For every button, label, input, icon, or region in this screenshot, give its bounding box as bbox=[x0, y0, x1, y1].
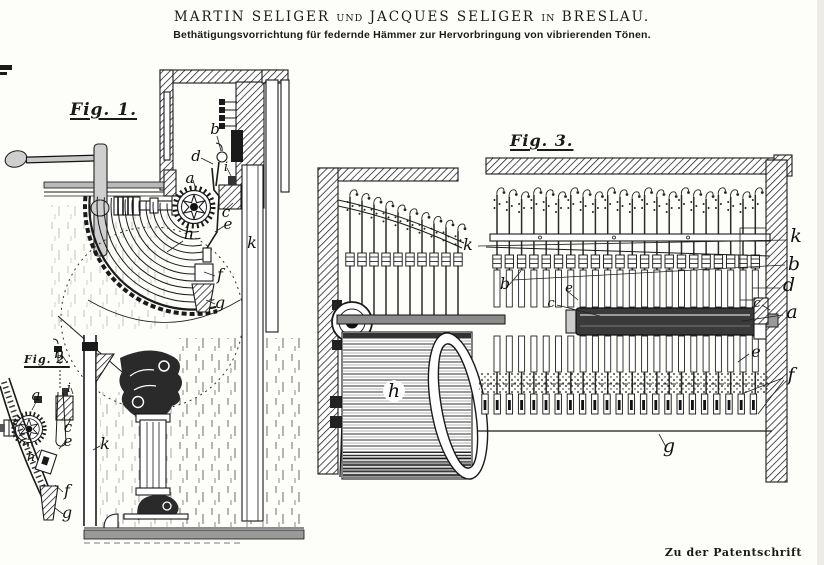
fig1-label-a: a bbox=[186, 169, 195, 187]
fig2-label-e: e bbox=[64, 432, 73, 450]
fig2-hammer bbox=[34, 449, 58, 475]
fig3-label-k-right: k bbox=[790, 225, 802, 247]
fig3-label-c-right: c bbox=[753, 296, 761, 311]
fig3-label-k-mid: k bbox=[463, 235, 473, 254]
fig3-label-h: h bbox=[388, 380, 400, 402]
scan-edge-shadow bbox=[817, 0, 824, 565]
city-name: BRESLAU. bbox=[561, 9, 651, 25]
fig1-pins bbox=[219, 99, 243, 162]
fig1-label-k: k bbox=[247, 233, 257, 252]
fig3-drawing bbox=[317, 154, 793, 483]
fig3-label-b-right: b bbox=[788, 253, 800, 275]
fig2-label-k: k bbox=[100, 434, 110, 453]
fig2-label-g: g bbox=[62, 503, 72, 522]
fig3-label-g: g bbox=[663, 435, 675, 457]
fig3-barrel bbox=[341, 331, 489, 480]
fig3-label-a-right: a bbox=[786, 301, 797, 323]
inventor-name-2: JACQUES SELIGER bbox=[369, 9, 536, 25]
fig1-label-h: h bbox=[184, 224, 194, 243]
patent-footer-note: Zu der Patentschrift bbox=[664, 546, 802, 559]
fig1-label-g: g bbox=[215, 293, 225, 312]
fig1-star-wheel bbox=[175, 188, 213, 226]
fig1-leaders bbox=[166, 135, 234, 305]
fig2-label-c: c bbox=[64, 418, 73, 436]
inventor-name-1: MARTIN SELIGER bbox=[173, 9, 331, 25]
fig1-caption: Fig. 1. bbox=[70, 100, 137, 120]
conjunction: UND bbox=[336, 13, 364, 24]
fig2-drawing bbox=[0, 335, 116, 526]
fig1-ornate-bracket bbox=[103, 350, 189, 529]
patent-subtitle: Bethätigungsvorrichtung für federnde Häm… bbox=[173, 29, 651, 41]
fig3-label-d-right: d bbox=[783, 274, 795, 296]
fig1-label-d: d bbox=[191, 147, 201, 165]
fig2-label-a: a bbox=[32, 386, 41, 404]
fig2-label-h: h bbox=[27, 450, 35, 465]
fig3-right-hammer-rods bbox=[492, 187, 765, 394]
fig3-caption: Fig. 3. bbox=[510, 131, 574, 150]
fig2-label-i: i bbox=[67, 381, 71, 396]
fig3-left-hammer-rods bbox=[345, 189, 467, 317]
fig1-label-f: f bbox=[216, 265, 226, 284]
fig1-drawing bbox=[0, 65, 305, 544]
fig3-label-b-mid: b bbox=[500, 274, 510, 293]
fig3-hammer-heads bbox=[481, 393, 758, 415]
fig3-label-f-right: f bbox=[785, 364, 797, 386]
fig1-label-e: e bbox=[224, 215, 233, 233]
fig3-label-e-right: e bbox=[751, 342, 760, 361]
fig1-escapement bbox=[191, 142, 242, 313]
fig2-leaders bbox=[31, 353, 101, 515]
fig1-label-i: i bbox=[224, 160, 228, 175]
fig2-label-f: f bbox=[63, 481, 73, 500]
fig3-leaders bbox=[477, 239, 787, 448]
fig1-rail-k bbox=[241, 164, 264, 522]
patent-header: MARTIN SELIGER UND JACQUES SELIGER IN BR… bbox=[0, 9, 824, 41]
fig1-crank bbox=[4, 143, 110, 257]
part-labels: b d i a c e h k f g b i a c e k h f g k … bbox=[27, 120, 802, 522]
fig1-label-c: c bbox=[222, 203, 231, 221]
fig2-label-b: b bbox=[54, 344, 64, 362]
fig3-label-e-mid: e bbox=[565, 281, 573, 296]
preposition: IN bbox=[541, 13, 556, 24]
fig3-label-c-mid: c bbox=[547, 296, 555, 311]
fig1-barrel bbox=[83, 194, 220, 316]
patent-title: MARTIN SELIGER UND JACQUES SELIGER IN BR… bbox=[0, 9, 824, 25]
fig1-label-b: b bbox=[210, 120, 220, 138]
